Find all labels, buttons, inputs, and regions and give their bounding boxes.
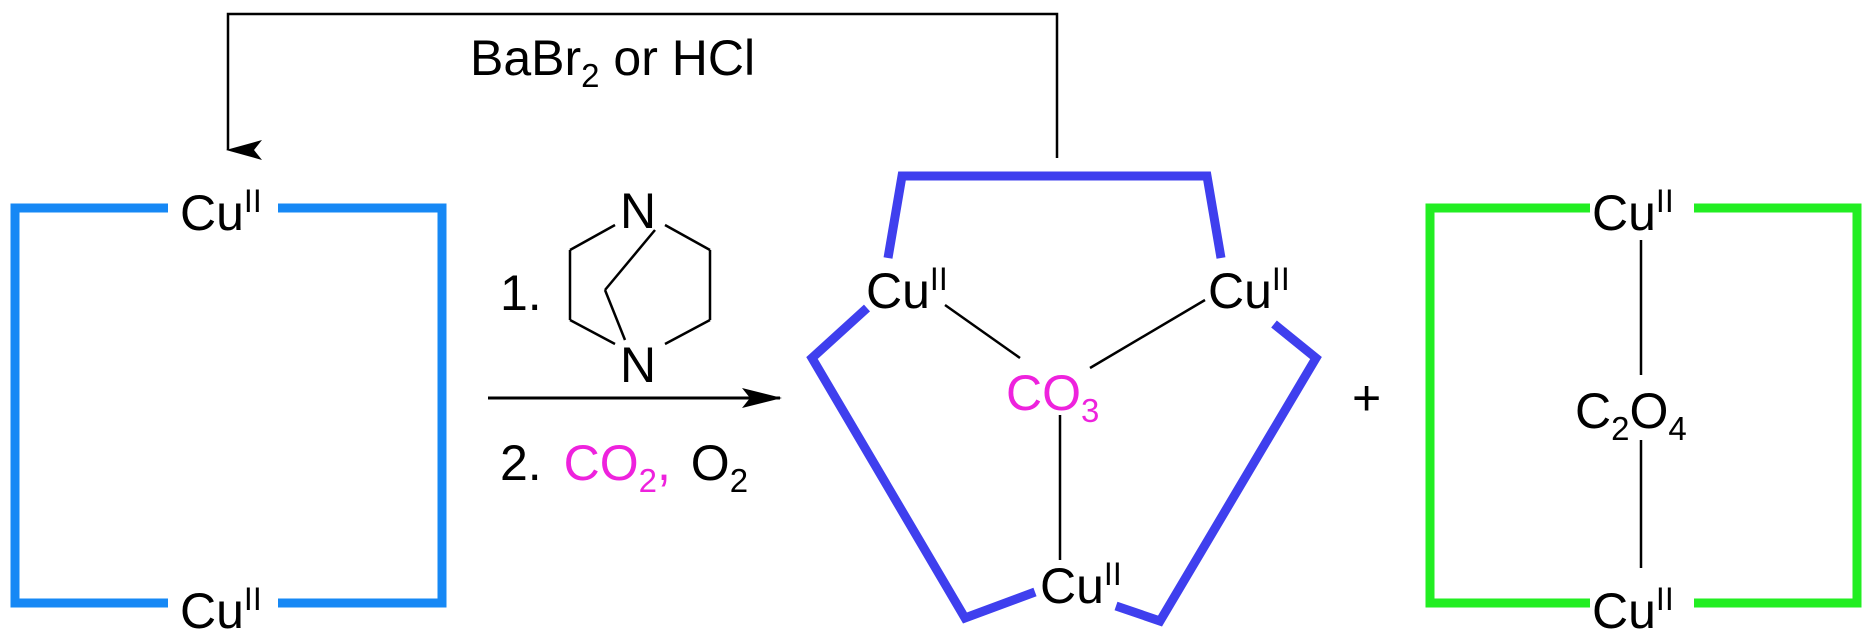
dimer-cu-top: CuII [1592, 183, 1674, 241]
reactant-cu-top: CuII [180, 183, 262, 241]
plus-sign: + [1352, 370, 1381, 426]
trimer-cu-bottom: CuII [1040, 556, 1122, 614]
trimer-cu-left: CuII [866, 261, 948, 319]
step-1-label: 1. [500, 265, 542, 321]
dabco-nitrogen-top: N [620, 183, 656, 239]
carbonate-label: CO3 [1006, 365, 1099, 429]
reactant-cu-bottom: CuII [180, 581, 262, 639]
trimer-macrocycle-ring [806, 171, 1322, 627]
trimer-cu-right: CuII [1208, 261, 1290, 319]
recycle-reagent: BaBr2 or HCl [470, 30, 755, 94]
oxalate-label: C2O4 [1575, 383, 1687, 447]
dabco-structure [568, 223, 712, 346]
carbonate-bonds [944, 298, 1206, 560]
recycle-arrow [226, 12, 1059, 160]
reactant-macrocycle-ring [10, 203, 447, 608]
step-2-label: 2. CO2, O2 [500, 435, 748, 499]
oxalate-dimer-ring [1425, 203, 1862, 608]
dimer-cu-bottom: CuII [1592, 581, 1674, 639]
dabco-nitrogen-bottom: N [620, 337, 656, 393]
